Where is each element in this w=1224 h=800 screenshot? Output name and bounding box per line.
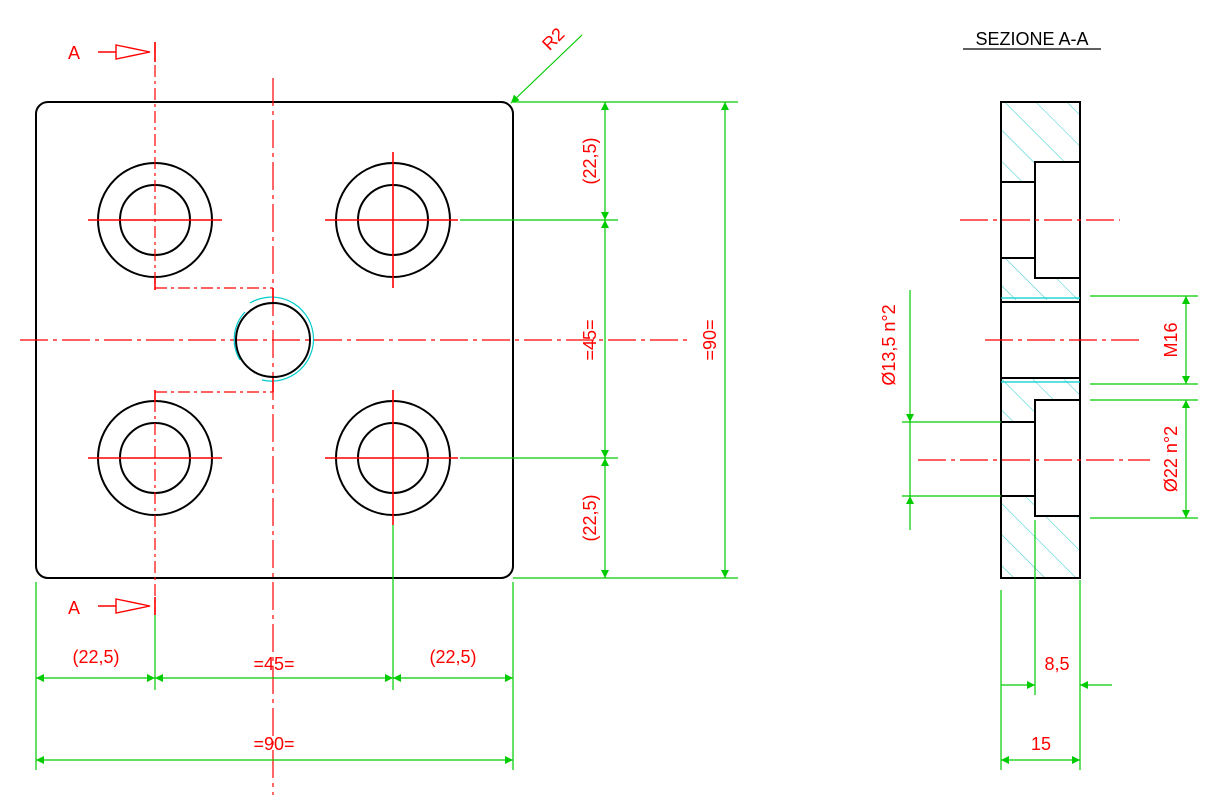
cutting-plane-path: [154, 42, 274, 615]
dim-through-hole: Ø13,5 n°2: [879, 304, 899, 385]
cut-arrow-top: A: [68, 43, 151, 63]
dim-counterbore-depth: 8,5: [1044, 654, 1069, 674]
radius-callout: R2: [510, 24, 583, 104]
cut-label-top: A: [68, 43, 80, 63]
dim-overall-width: =90=: [253, 734, 294, 754]
dim-right-offset: (22,5): [429, 647, 476, 667]
section-hatch: [1001, 102, 1080, 578]
section-view: SEZIONE A-A: [879, 29, 1198, 770]
dim-middle-spacing: =45=: [580, 319, 600, 360]
dim-bottom-offset: (22,5): [580, 494, 600, 541]
plan-view: A A R2: [20, 24, 690, 795]
plan-dimensions: (22,5) =45= (22,5) =90= (22,5) =45= (22,…: [35, 101, 738, 770]
hole-top-right: [325, 152, 458, 288]
cut-label-bottom: A: [68, 598, 80, 618]
cut-arrow-bottom: A: [68, 598, 151, 618]
dim-overall-height: =90=: [700, 319, 720, 360]
hole-bottom-right: [325, 390, 458, 525]
dim-thread: M16: [1161, 322, 1181, 357]
radius-label: R2: [538, 24, 568, 54]
threaded-hole-center: [233, 296, 315, 382]
dim-counterbore: Ø22 n°2: [1161, 426, 1181, 492]
dim-left-offset: (22,5): [72, 647, 119, 667]
dim-center-width: =45=: [253, 654, 294, 674]
dim-top-offset: (22,5): [580, 137, 600, 184]
section-title: SEZIONE A-A: [975, 29, 1088, 49]
dim-thickness: 15: [1031, 734, 1051, 754]
